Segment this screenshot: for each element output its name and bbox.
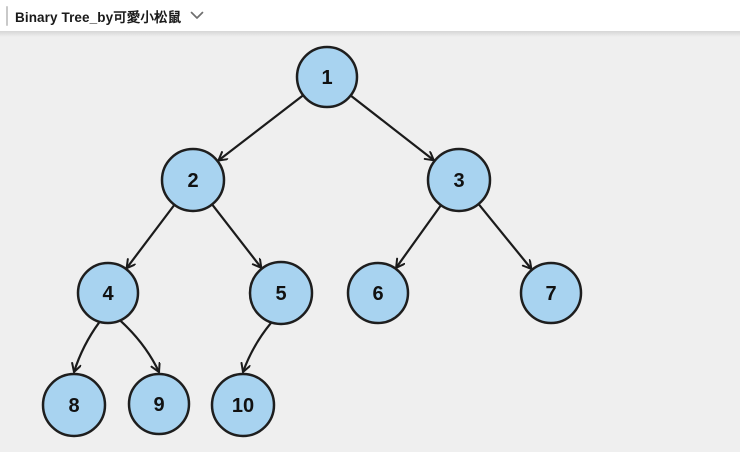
tree-node-9[interactable] <box>127 372 191 436</box>
tree-edge-5-10[interactable] <box>243 322 272 374</box>
tree-node-1[interactable] <box>295 45 359 109</box>
page-title-dropdown[interactable]: Binary Tree_by可愛小松鼠 <box>15 6 204 26</box>
tree-edge-2-5[interactable] <box>211 204 263 269</box>
tree-node-10[interactable] <box>210 372 276 438</box>
tree-node-6[interactable] <box>346 261 410 325</box>
tree-node-3[interactable] <box>426 147 492 213</box>
page-header: Binary Tree_by可愛小松鼠 <box>0 0 740 31</box>
tree-edge-4-8[interactable] <box>74 321 101 374</box>
tree-edge-4-9[interactable] <box>119 320 159 374</box>
tree-edge-3-6[interactable] <box>395 204 442 269</box>
chevron-down-icon[interactable] <box>190 11 204 20</box>
tree-node-8[interactable] <box>41 372 107 438</box>
tree-node-2[interactable] <box>160 147 226 213</box>
pane-divider <box>6 5 8 26</box>
tree-edge-3-7[interactable] <box>478 203 533 271</box>
tree-edge-1-3[interactable] <box>350 95 435 162</box>
tree-edge-2-4[interactable] <box>125 204 175 270</box>
tree-node-5[interactable] <box>248 260 314 326</box>
tree-node-4[interactable] <box>76 261 140 325</box>
tree-edge-1-2[interactable] <box>217 94 304 162</box>
tree-node-7[interactable] <box>519 261 583 325</box>
header-shadow <box>0 31 740 37</box>
page-title: Binary Tree_by可愛小松鼠 <box>15 9 182 25</box>
